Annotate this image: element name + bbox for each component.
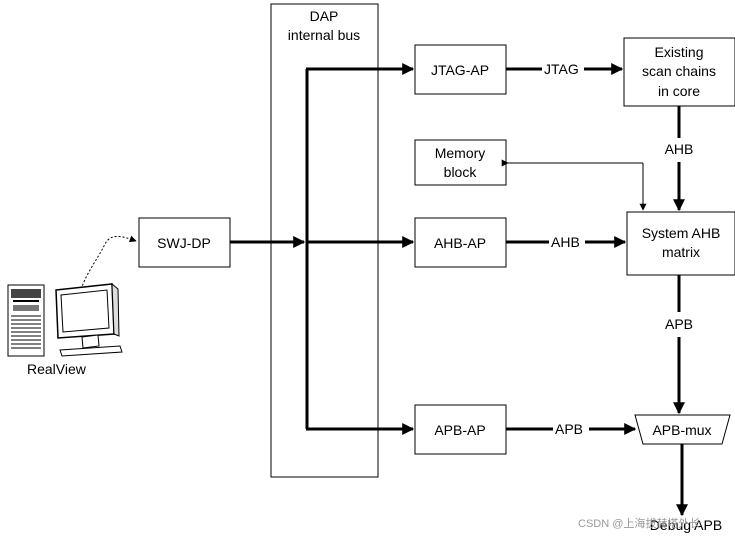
memory-block-line2: block (444, 164, 478, 180)
debug-cable-line (73, 235, 137, 308)
apb-link-label: APB (555, 421, 583, 437)
jtag-ap-label: JTAG-AP (431, 62, 489, 78)
bus-title-line2: internal bus (288, 27, 360, 43)
realview-label: RealView (27, 361, 87, 377)
apb-ap-box (414, 404, 507, 455)
ahb-vertical-label: AHB (665, 141, 694, 157)
ahb-link-label: AHB (551, 234, 580, 250)
ahb-ap-label: AHB-AP (434, 235, 486, 251)
bus-title-line1: DAP (310, 8, 339, 24)
jtag-link-label: JTAG (544, 61, 579, 77)
memory-block-line1: Memory (435, 145, 486, 161)
existing-line2: scan chains (642, 63, 716, 79)
system-ahb-line2: matrix (662, 244, 700, 260)
debug-apb-label: Debug APB (650, 517, 722, 533)
apb-mux-label: APB-mux (652, 422, 711, 438)
swj-dp-box (138, 217, 231, 268)
jtag-ap-box (414, 44, 507, 95)
existing-line3: in core (658, 83, 700, 99)
apb-vertical-label: APB (665, 316, 693, 332)
apb-ap-label: APB-AP (434, 422, 485, 438)
existing-scan-chains-box (623, 37, 735, 107)
swj-dp-label: SWJ-DP (157, 235, 211, 251)
system-ahb-line1: System AHB (642, 225, 721, 241)
existing-line1: Existing (654, 44, 703, 60)
computer-icon (7, 282, 123, 357)
ahb-ap-box (414, 217, 507, 268)
apb-mux-shape (634, 414, 731, 445)
watermark-text: CSDN @上海拔赫塔外长 (578, 516, 700, 530)
memory-block-box (414, 139, 507, 186)
system-ahb-matrix-box (626, 211, 735, 276)
